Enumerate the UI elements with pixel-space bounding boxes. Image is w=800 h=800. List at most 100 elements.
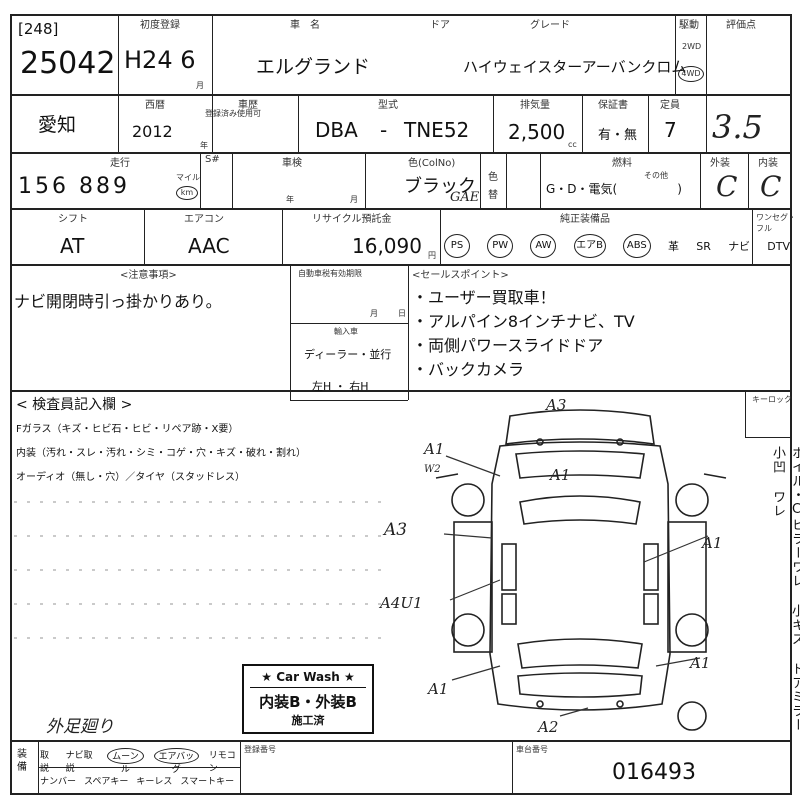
interior-label: 内装	[758, 158, 778, 169]
misc-label: ワンセグ・フル	[756, 213, 796, 233]
damage-mark: A3	[546, 396, 567, 414]
keyless-label: キーロック	[752, 395, 792, 404]
sales-label: <セールスポイント>	[412, 270, 509, 281]
inspection-title: < 検査員記入欄 >	[16, 397, 133, 413]
interior-grade: C	[760, 170, 782, 203]
handwritten-note: 外足廻り	[46, 717, 114, 737]
first-reg-label: 初度登録	[140, 20, 180, 31]
fuel: G・D・電気( )	[546, 182, 682, 196]
warranty: 有・無	[598, 128, 638, 143]
damage-mark: A1	[702, 534, 723, 552]
footer-equip-row-1: 取説 ナビ取説 ムーンル エアバッグ リモコン	[40, 748, 240, 775]
inspection-unit-year: 年	[286, 195, 294, 204]
sn-label: S#	[205, 154, 220, 165]
recolor-label-1: 色	[488, 172, 498, 183]
damage-mark: A1	[424, 440, 445, 458]
rating-label: 評価点	[726, 20, 756, 31]
region: 愛知	[38, 114, 77, 136]
history-sub: 登録済み使用可	[205, 109, 261, 118]
year-unit: 年	[200, 141, 208, 150]
year-label: 西暦	[145, 100, 165, 111]
equip-pw: PW	[487, 234, 514, 258]
shift-label: シフト	[58, 214, 88, 225]
recycle-unit: 円	[428, 251, 436, 260]
first-reg-unit: 月	[196, 81, 204, 90]
ac-label: エアコン	[184, 214, 224, 225]
fuel-label: 燃料	[612, 158, 632, 169]
footer-equip-item: キーレス	[136, 777, 173, 787]
damage-mark: A3	[384, 520, 408, 540]
equip-label: 純正装備品	[560, 214, 610, 225]
equipment-list: PS PW AW エアB ABS 革 SR ナビ DTV	[444, 232, 790, 260]
door-label: ドア	[430, 20, 450, 31]
footer-equip-item: ナンバー	[40, 777, 77, 787]
steering: 左H ・ 右H	[312, 380, 369, 393]
equip-airbag: エアB	[573, 234, 606, 258]
equip-ps: PS	[444, 234, 470, 258]
lot-bracket: [248]	[18, 20, 59, 38]
footer-equip-item: スペアキー	[84, 777, 129, 787]
sales-point: ・ユーザー買取車！	[412, 288, 556, 307]
right-notes-vertical: ホイル・Cピラーワレ 小キズ ドアミラー 小凹 ワレ	[770, 446, 800, 732]
drive-4wd: 4WD	[678, 66, 704, 82]
color-code: GAE	[450, 190, 480, 205]
period-month: 月	[370, 309, 378, 318]
equip-abs: ABS	[622, 234, 651, 258]
car-wash-title: ★ Car Wash ★	[261, 670, 355, 684]
shift: AT	[60, 234, 85, 258]
damage-mark: W2	[424, 464, 441, 475]
equip-leather: 革	[668, 240, 680, 253]
period-label: 自動車税有効期限	[298, 269, 362, 278]
capacity-label: 定員	[660, 100, 680, 111]
inspection-line-audio: オーディオ（無し・穴）／タイヤ（スタッドレス）	[16, 472, 245, 483]
inspection-unit-month: 月	[350, 195, 358, 204]
sales-point: ・両側パワースライドドア	[412, 336, 604, 355]
drive-label: 駆動	[679, 20, 699, 31]
footer-equip-row-2: ナンバー スペアキー キーレス スマートキー	[40, 774, 240, 790]
footer-equip-item: ムーンル	[106, 748, 144, 775]
name-label: 車 名	[290, 20, 320, 31]
chassis-label: 車台番号	[516, 745, 548, 754]
warranty-label: 保証書	[598, 100, 628, 111]
import-type: ディーラー・並行	[304, 348, 392, 361]
car-wash-grade: 内装B・外装B	[259, 693, 357, 711]
model-dash: -	[380, 118, 388, 142]
footer-equip-item: エアバッグ	[153, 748, 199, 775]
inspection-label: 車検	[282, 158, 302, 169]
damage-mark: A1	[428, 680, 449, 698]
equip-aw: AW	[530, 234, 557, 258]
displacement-label: 排気量	[520, 100, 550, 111]
recolor-label-2: 替	[488, 190, 498, 201]
sales-points: ・ユーザー買取車！ ・アルパイン8インチナビ、TV ・両側パワースライドドア ・…	[412, 286, 635, 382]
sales-point: ・バックカメラ	[412, 360, 525, 379]
air-conditioning: AAC	[188, 234, 230, 258]
color: ブラック	[404, 176, 476, 197]
equip-dtv: DTV	[767, 239, 790, 253]
mileage-unit-miles: マイル	[176, 173, 200, 182]
reg-no-label: 登録番号	[244, 745, 276, 754]
capacity: 7	[664, 118, 677, 142]
model-prefix: DBA	[315, 118, 358, 142]
footer-equip-label: 装備	[17, 749, 27, 773]
recycle-fee: 16,090	[352, 234, 422, 258]
car-wash-badge: ★ Car Wash ★ 内装B・外装B 施工済	[242, 664, 374, 734]
car-diagram	[435, 409, 727, 731]
drive-2wd: 2WD	[682, 42, 702, 51]
model-label: 型式	[378, 100, 398, 111]
recycle-label: リサイクル預託金	[312, 214, 392, 225]
footer-equip-item: 取説	[40, 751, 50, 774]
equip-sunroof: SR	[696, 239, 711, 253]
mileage-unit-km: km	[176, 186, 198, 200]
notes-label: <注意事項>	[120, 270, 177, 281]
color-label: 色(ColNo)	[408, 158, 456, 169]
displacement: 2,500	[508, 120, 566, 144]
sales-point: ・アルパイン8インチナビ、TV	[412, 312, 635, 331]
year: 2012	[132, 122, 173, 141]
chassis-number: 016493	[612, 760, 696, 785]
inspection-line-glass: Fガラス（キズ・ヒビ石・ヒビ・リペア跡・X要）	[16, 424, 239, 435]
damage-mark: A2	[538, 718, 559, 736]
mileage: 156 889	[18, 174, 130, 199]
cc-unit: cc	[568, 140, 577, 149]
history-label: 車歴	[238, 100, 258, 111]
rating-value: 3.5	[712, 108, 763, 146]
